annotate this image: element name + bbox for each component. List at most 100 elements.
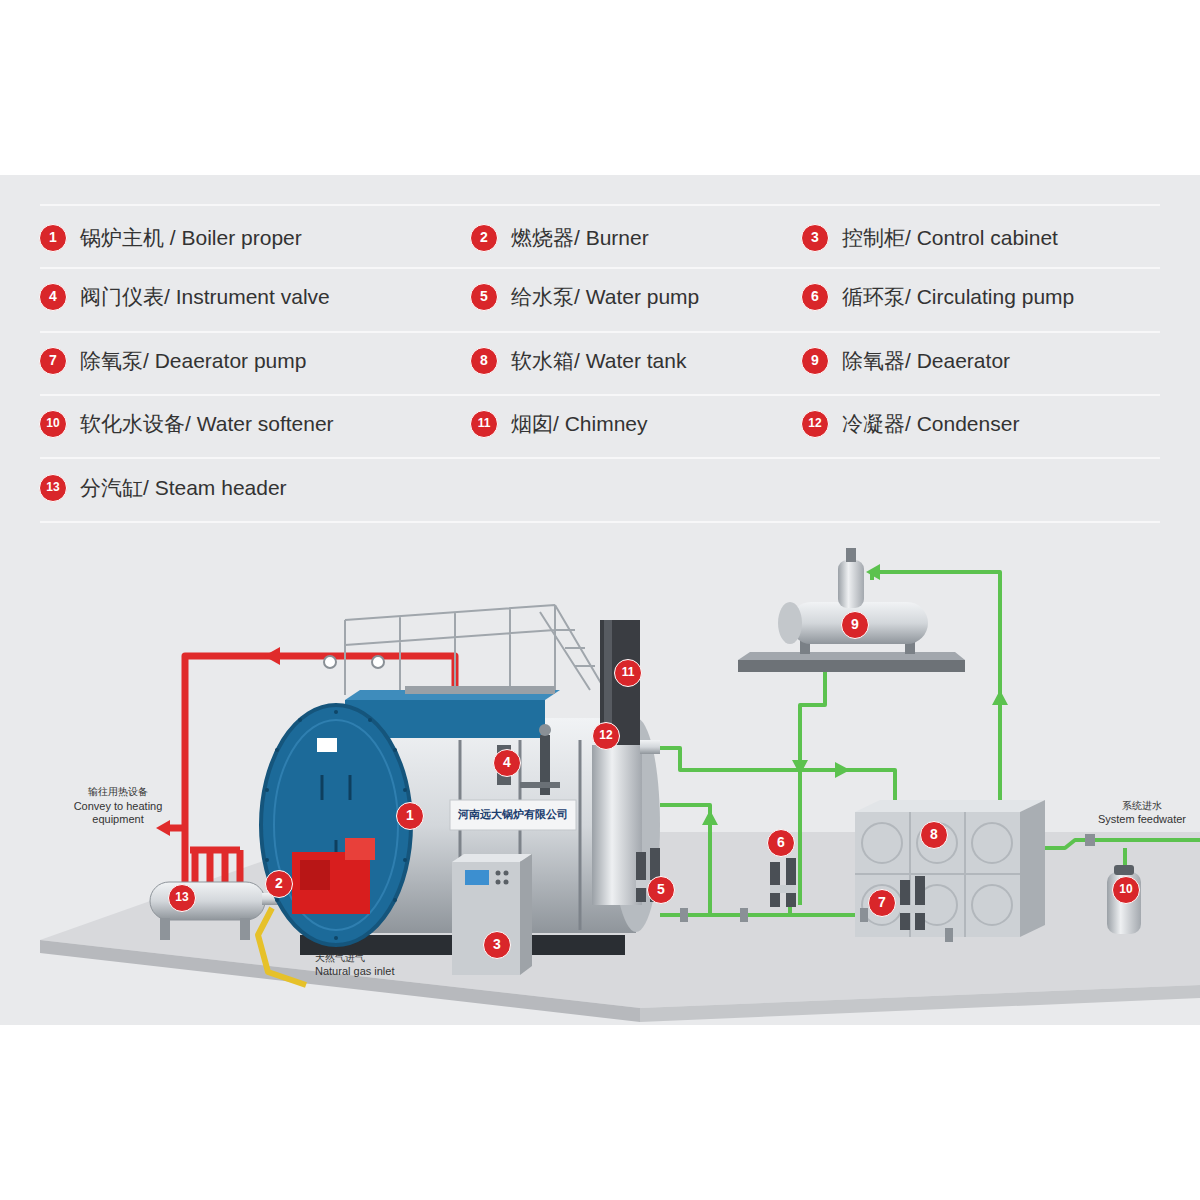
key-number: 2 xyxy=(470,224,498,252)
control-cabinet xyxy=(520,854,532,975)
steam-arrows xyxy=(156,820,170,836)
note-text: System feedwater xyxy=(1088,813,1196,826)
pumps xyxy=(636,852,646,902)
legend-entry: 烟囱/ Chimney xyxy=(511,410,648,438)
floor xyxy=(640,985,1200,1022)
boiler-body xyxy=(393,748,397,752)
burner xyxy=(345,838,375,860)
note-text: Natural gas inlet xyxy=(315,965,395,978)
control-cabinet xyxy=(452,862,520,975)
boiler-body xyxy=(261,705,411,945)
key-grid xyxy=(40,331,1160,333)
legend-text: 给水泵/ Water pump xyxy=(511,283,699,311)
key-number-text: 3 xyxy=(802,225,828,250)
water-arrows xyxy=(835,762,850,778)
gas-pipe xyxy=(258,908,306,985)
key-number: 5 xyxy=(470,283,498,311)
legend-entry: 除氧器/ Deaerator xyxy=(842,347,1010,375)
key-number-text: 11 xyxy=(471,411,497,436)
water-tank xyxy=(855,800,1045,812)
note-text: Convey to heating equipment xyxy=(58,800,178,826)
burner xyxy=(292,852,370,914)
key-number: 3 xyxy=(801,224,829,252)
pumps xyxy=(786,858,796,907)
pumps xyxy=(770,885,796,893)
water-tank xyxy=(1020,800,1045,937)
steam-header xyxy=(150,882,265,920)
pumps xyxy=(770,862,780,907)
key-number: 10 xyxy=(39,410,67,438)
background xyxy=(0,175,1200,1025)
callout-number: 6 xyxy=(767,829,795,857)
burner xyxy=(292,838,375,914)
callout-number-text: 6 xyxy=(768,830,794,855)
control-cabinet xyxy=(465,870,489,885)
deaerator xyxy=(778,602,802,644)
callout-number: 11 xyxy=(614,659,642,687)
key-number: 7 xyxy=(39,347,67,375)
gauges xyxy=(324,656,336,668)
legend-text: 软水箱/ Water tank xyxy=(511,347,686,375)
boiler-body xyxy=(265,710,407,940)
deaerator xyxy=(738,652,965,660)
key-grid xyxy=(40,205,1160,522)
steam-arrows xyxy=(264,647,280,665)
legend-entry: 控制柜/ Control cabinet xyxy=(842,224,1058,252)
callout-number: 13 xyxy=(168,884,196,912)
key-number: 13 xyxy=(39,474,67,502)
boiler-body xyxy=(317,738,337,752)
boiler-body xyxy=(334,936,338,940)
legend-text: 除氧器/ Deaerator xyxy=(842,347,1010,375)
deaerator xyxy=(738,548,965,672)
condenser xyxy=(640,740,660,754)
pumps xyxy=(636,848,925,930)
legend-entry: 分汽缸/ Steam header xyxy=(80,474,287,502)
legend-text: 控制柜/ Control cabinet xyxy=(842,224,1058,252)
steam-header xyxy=(240,918,250,940)
instrument-valves xyxy=(520,782,560,788)
valves xyxy=(740,908,748,922)
steam-pipe xyxy=(195,850,240,884)
water-tank xyxy=(972,885,1012,925)
pipe-note: 天然气进气 xyxy=(315,952,365,964)
callout-number-text: 10 xyxy=(1113,877,1139,902)
callout-number-text: 12 xyxy=(593,723,619,748)
water-tank xyxy=(855,800,1045,937)
deaerator xyxy=(846,548,856,562)
gas-pipe xyxy=(258,908,306,985)
legend-text: 分汽缸/ Steam header xyxy=(80,474,287,502)
key-grid xyxy=(40,204,1160,206)
legend-entry: 循环泵/ Circulating pump xyxy=(842,283,1074,311)
key-grid xyxy=(40,394,1160,396)
legend-entry: 锅炉主机 / Boiler proper xyxy=(80,224,302,252)
key-number: 4 xyxy=(39,283,67,311)
control-cabinet xyxy=(452,854,532,862)
key-number-text: 5 xyxy=(471,284,497,309)
key-number-text: 8 xyxy=(471,348,497,373)
water-softener xyxy=(1107,865,1141,934)
deaerator xyxy=(790,602,928,644)
legend-text: 软化水设备/ Water softener xyxy=(80,410,334,438)
key-number-text: 13 xyxy=(40,475,66,500)
boiler-body xyxy=(321,775,324,800)
water-softener xyxy=(1107,872,1141,934)
pipe-note: Convey to heating equipment xyxy=(58,800,178,826)
railing xyxy=(540,605,605,690)
legend-entry: 除氧泵/ Deaerator pump xyxy=(80,347,306,375)
railing xyxy=(345,605,605,695)
legend-entry: 燃烧器/ Burner xyxy=(511,224,649,252)
legend-entry: 软水箱/ Water tank xyxy=(511,347,686,375)
boiler-body xyxy=(334,710,338,714)
boiler-body xyxy=(265,788,269,792)
key-grid xyxy=(40,521,1160,523)
pipe-note: 输往用热设备 xyxy=(58,786,178,798)
water-softener xyxy=(1114,865,1134,875)
gauges xyxy=(372,656,384,668)
legend-text: 除氧泵/ Deaerator pump xyxy=(80,347,306,375)
boiler-body xyxy=(349,775,352,800)
callout-number-text: 1 xyxy=(397,803,423,828)
deaerator xyxy=(738,660,965,672)
key-number-text: 4 xyxy=(40,284,66,309)
